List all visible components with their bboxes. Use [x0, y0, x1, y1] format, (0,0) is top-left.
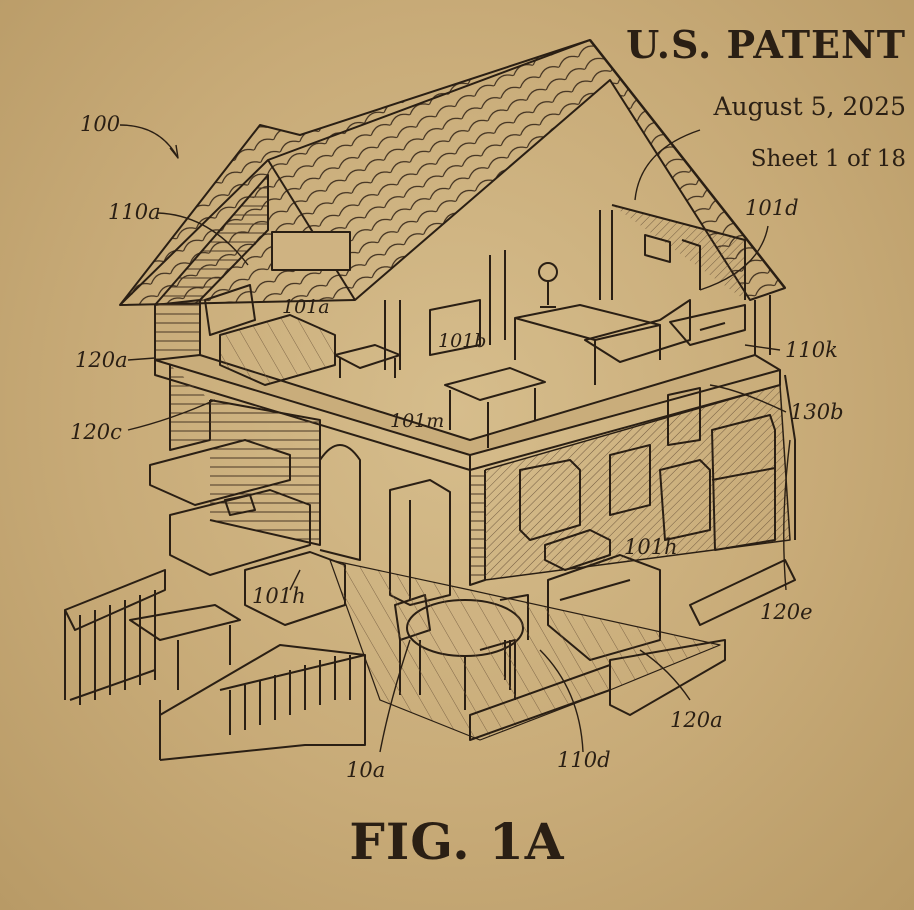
patent-title: U.S. PATENT: [626, 22, 906, 67]
ref-label-101d: 101d: [745, 196, 799, 220]
ref-label-120c: 120c: [70, 420, 122, 444]
lower-walls: [169, 365, 796, 586]
ref-label-120e: 120e: [760, 600, 813, 624]
leader-lines: [119, 124, 791, 753]
ref-label-110a: 110a: [108, 200, 161, 224]
ref-label-110d: 110d: [557, 748, 611, 772]
ref-label-120a-left: 120a: [75, 348, 128, 372]
ref-label-110k: 110k: [785, 338, 838, 362]
lower-floor: [329, 559, 796, 741]
patent-date: August 5, 2025: [713, 92, 906, 121]
ref-label-101h-right: 101h: [624, 535, 678, 559]
figure-caption: FIG. 1A: [349, 812, 565, 871]
ref-label-101b: 101b: [438, 330, 487, 352]
ref-label-10a: 10a: [346, 758, 386, 782]
ref-label-100: 100: [80, 112, 121, 136]
upper-furniture: [204, 234, 746, 448]
ref-label-130b: 130b: [790, 400, 844, 424]
upper-walls: [154, 174, 771, 370]
ref-label-101h-left: 101h: [252, 584, 306, 608]
ref-label-101m: 101m: [390, 410, 445, 432]
sheet-number: Sheet 1 of 18: [750, 146, 906, 172]
ref-label-120a-bottom: 120a: [670, 708, 723, 732]
ref-label-101a: 101a: [282, 296, 330, 318]
deck-railing: [64, 569, 366, 761]
